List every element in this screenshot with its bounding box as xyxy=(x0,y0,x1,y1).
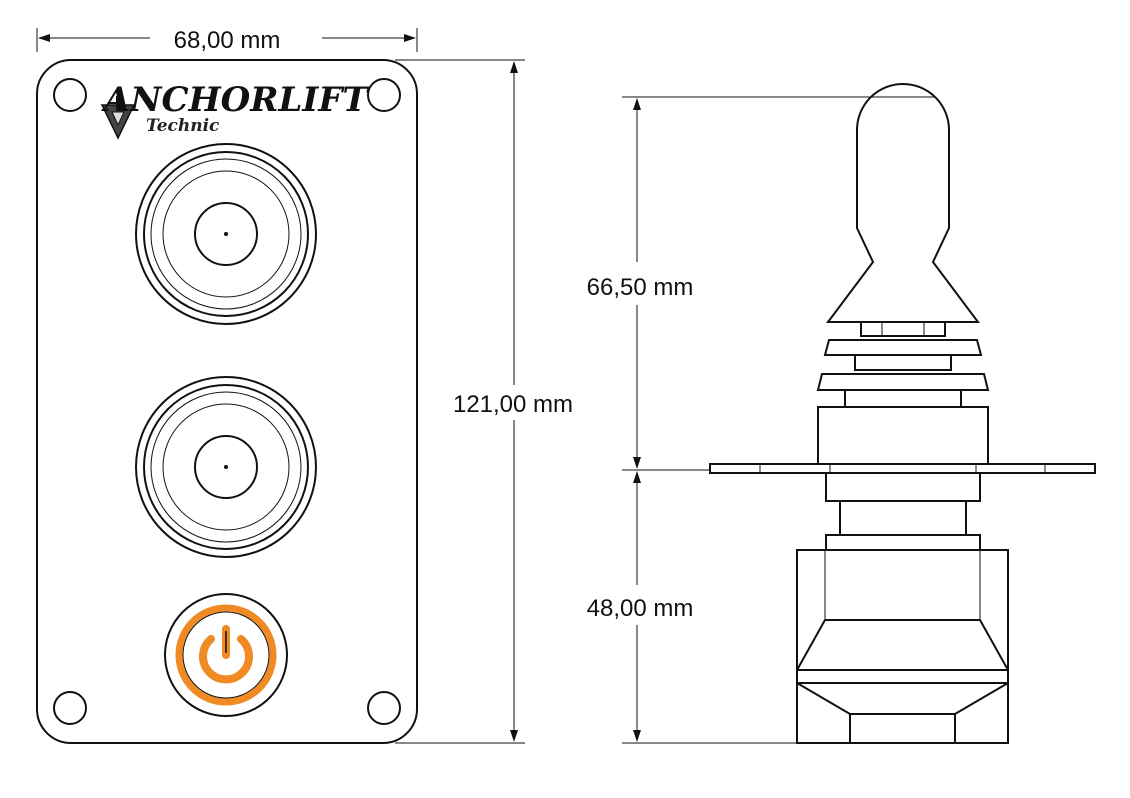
brand-logo: ANCHORLIFT ™ Technic xyxy=(100,80,370,140)
mounting-hole-top-left xyxy=(53,78,87,112)
mounting-hole-bottom-left xyxy=(53,691,87,725)
power-icon xyxy=(199,625,253,684)
control-panel: ANCHORLIFT ™ Technic xyxy=(36,59,418,744)
panel-height-dimension: 121,00 mm xyxy=(395,59,573,744)
power-button xyxy=(164,593,288,717)
logo-trademark: ™ xyxy=(337,85,348,98)
anchor-emblem-icon xyxy=(100,96,136,140)
joystick-lower-dimension: 48,00 mm xyxy=(587,471,797,744)
mounting-flange xyxy=(709,463,1096,474)
logo-subtitle: Technic xyxy=(146,116,220,136)
joystick-lower-label: 48,00 mm xyxy=(587,595,694,622)
joystick-upper-label: 66,50 mm xyxy=(587,274,694,301)
logo-brand: ANCHORLIFT xyxy=(101,80,370,120)
mounting-hole-bottom-right xyxy=(367,691,401,725)
panel-outline xyxy=(36,59,418,744)
joystick-upper-dimension: 66,50 mm xyxy=(587,96,935,471)
joystick-base xyxy=(796,549,1009,744)
panel-width-dimension: 68,00 mm xyxy=(36,27,418,54)
panel-height-label: 121,00 mm xyxy=(453,391,573,418)
mounting-hole-top-right xyxy=(367,78,401,112)
joystick-upper-housing xyxy=(817,406,989,465)
joystick-side-view xyxy=(709,83,1096,744)
push-button-top xyxy=(135,143,317,325)
panel-width-label: 68,00 mm xyxy=(174,27,281,54)
push-button-middle xyxy=(135,376,317,558)
joystick-grip xyxy=(826,83,980,323)
